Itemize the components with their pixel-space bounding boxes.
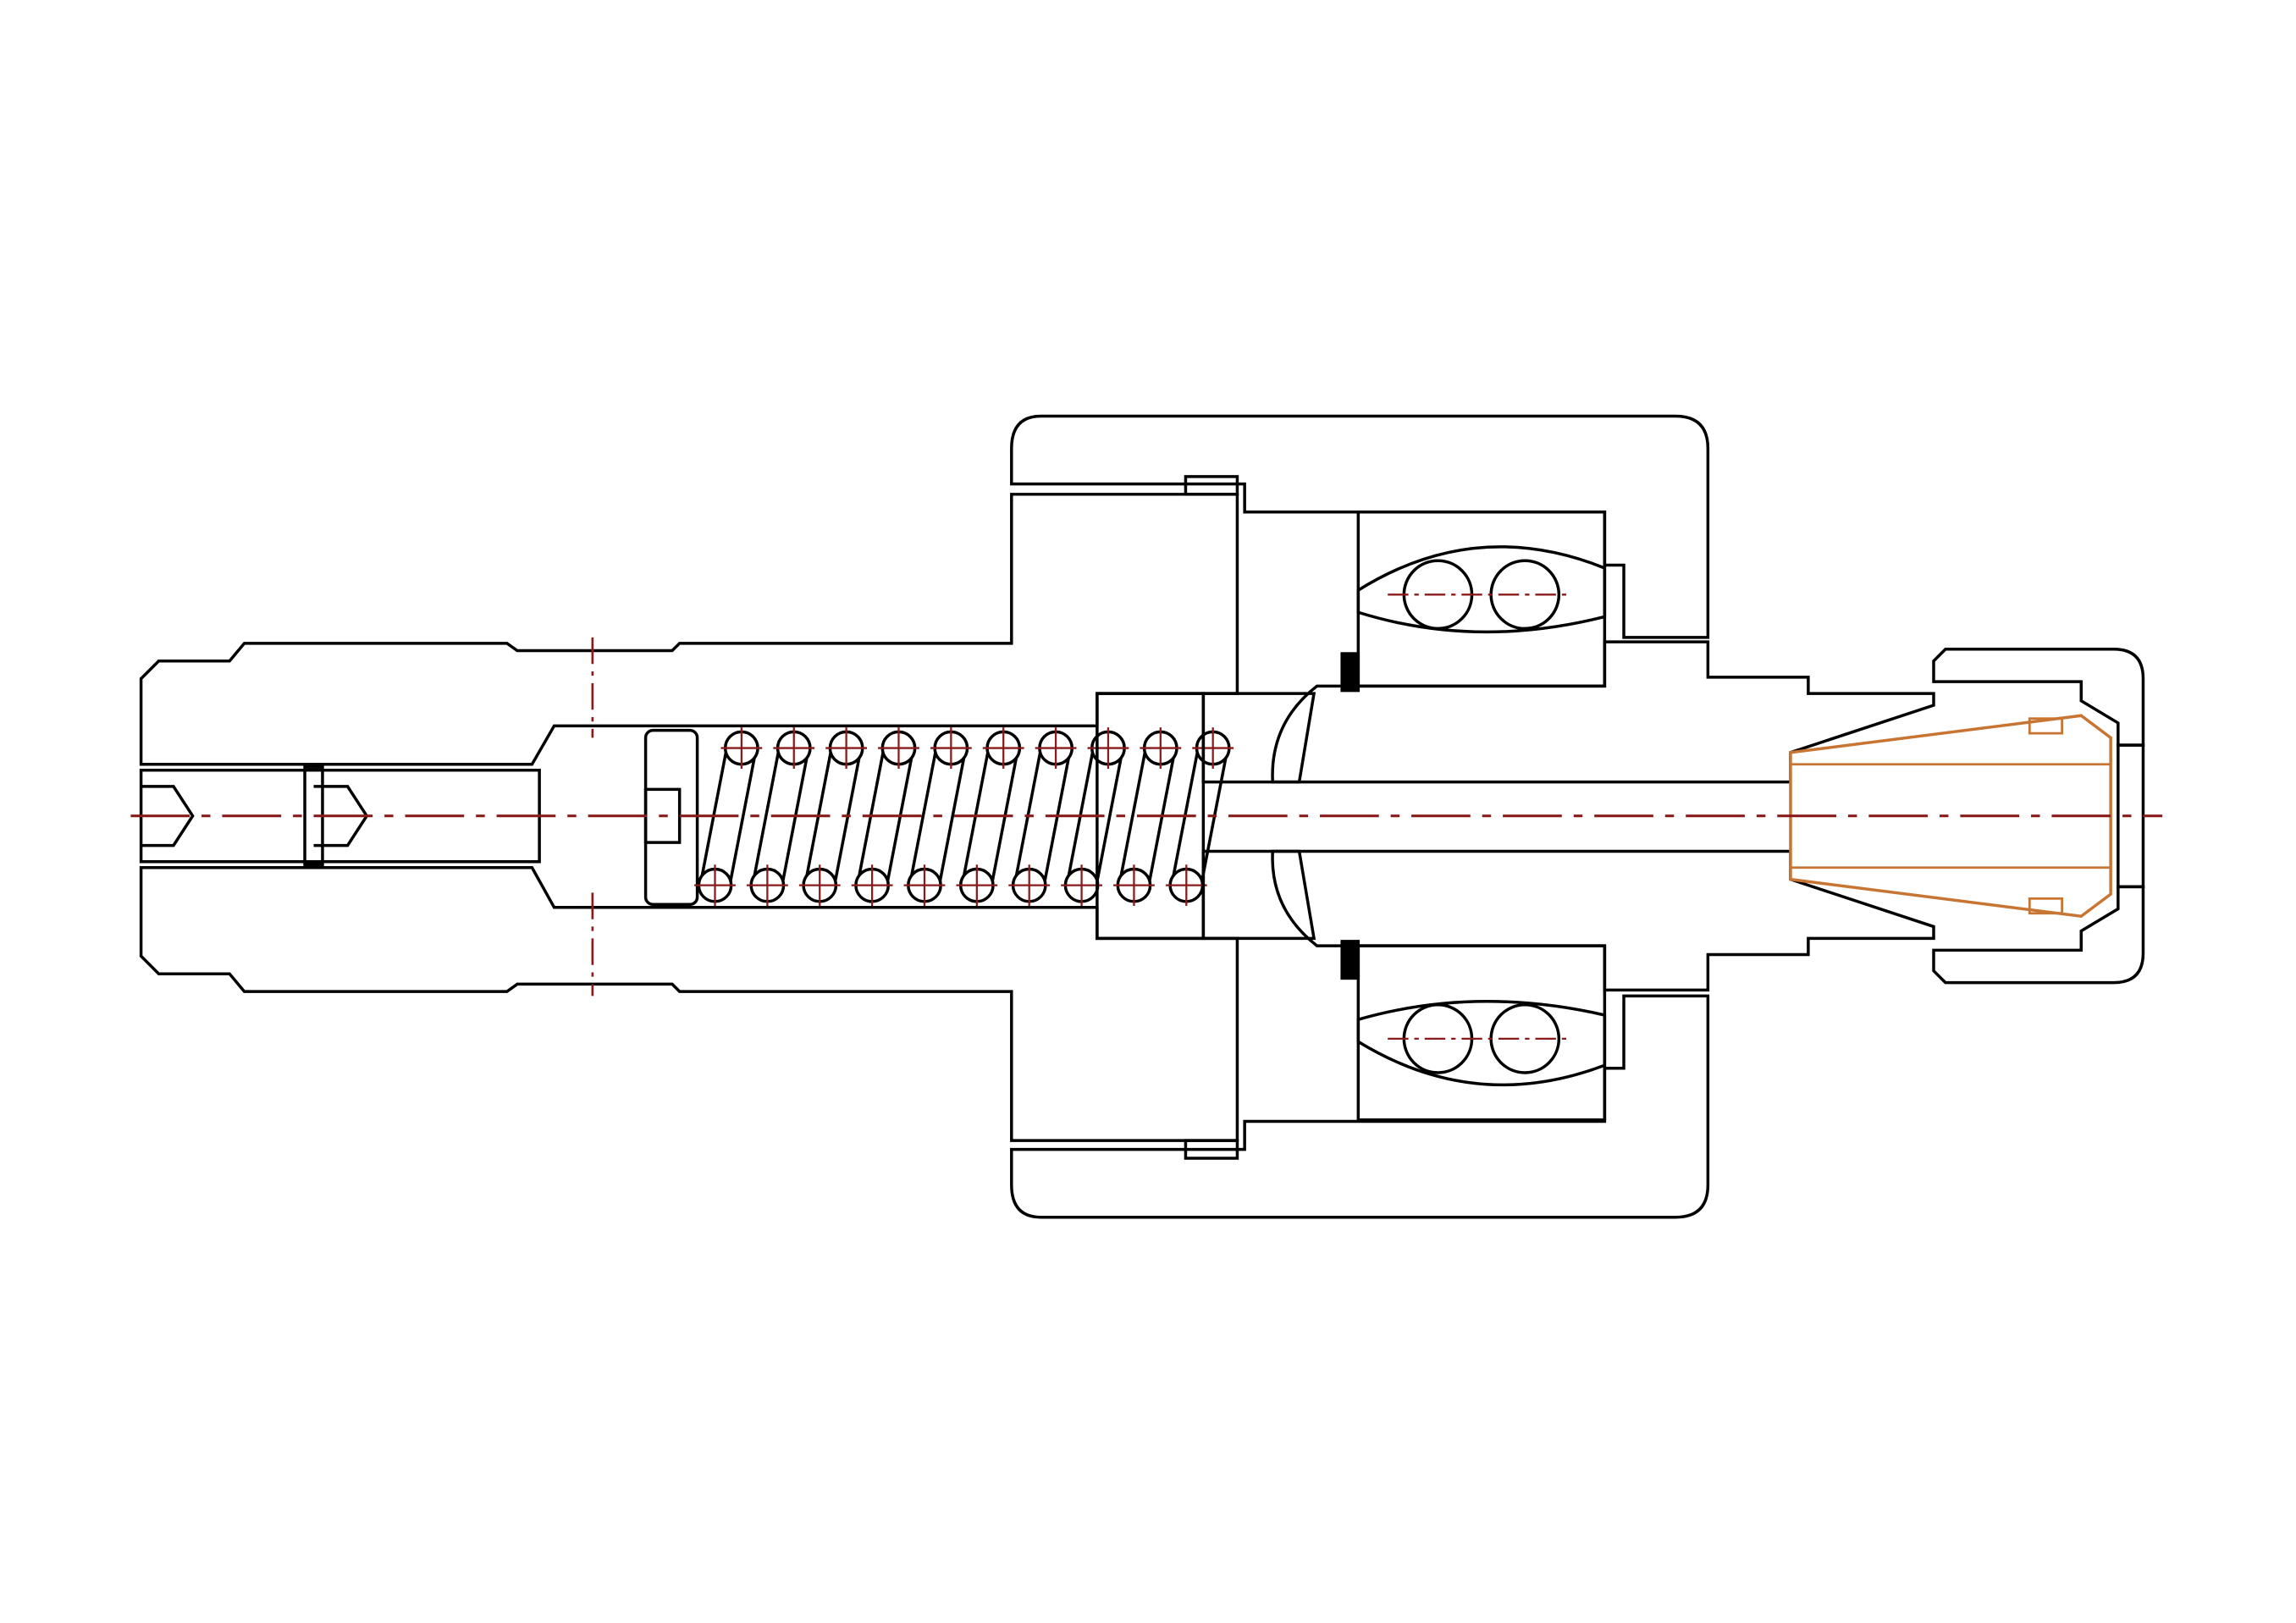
spring-center-mark xyxy=(851,727,919,907)
spring-center-mark xyxy=(694,727,763,907)
spring-coil-line xyxy=(937,748,968,886)
tool-shank xyxy=(139,475,1239,1160)
ball-bearings xyxy=(1356,510,1607,1122)
pressure-pin xyxy=(643,728,699,907)
spring-coil-line xyxy=(751,748,781,886)
spring-center-mark xyxy=(1165,727,1234,907)
spring-center-mark xyxy=(1008,727,1077,907)
spring-center-mark xyxy=(1113,727,1182,907)
collet xyxy=(1789,714,2112,919)
spring-center-mark xyxy=(746,727,815,907)
spring-coil-line xyxy=(1118,748,1148,886)
spring-center-mark xyxy=(956,727,1024,907)
spring-coil-line xyxy=(728,748,759,886)
spring-coil-line xyxy=(1095,748,1125,886)
spring-center-mark xyxy=(798,727,868,907)
spindle xyxy=(1271,640,1935,992)
compression-spring xyxy=(694,727,1234,907)
spring-coil-line xyxy=(908,748,938,886)
spring-center-mark xyxy=(1061,727,1129,907)
spring-center-mark xyxy=(903,727,972,907)
